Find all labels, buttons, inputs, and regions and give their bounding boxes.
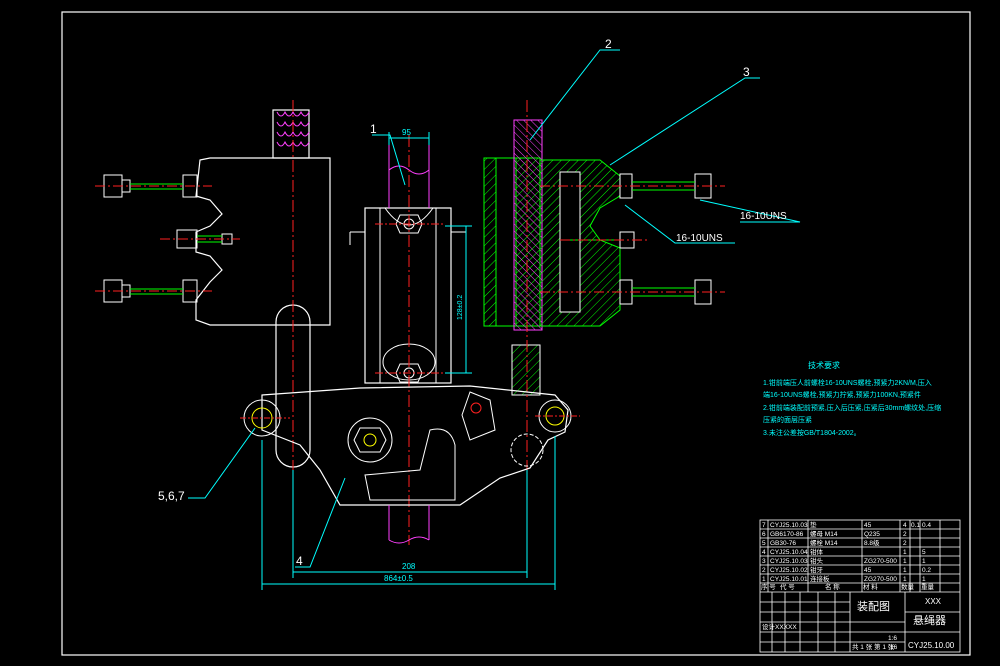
part-row-2-no: 2 xyxy=(762,567,766,574)
designer-name: XXXXX xyxy=(775,624,797,631)
part-row-5-qty: 2 xyxy=(903,540,907,547)
part-row-2-code: CYJ25.10.02 xyxy=(770,567,808,574)
right-clamp-section xyxy=(483,100,725,470)
title-block-text: 序 号 代 号 名 称 材 料 数量 重量 装配图 XXX 悬绳器 1:6 16… xyxy=(761,582,955,651)
part-row-4-no: 4 xyxy=(762,549,766,556)
part-row-1-mat: ZG270-500 xyxy=(864,576,897,583)
leader-lines xyxy=(188,49,801,568)
dim-864: 864±0.5 xyxy=(384,574,413,583)
drawing-border xyxy=(61,11,971,656)
head-qty: 数量 xyxy=(901,582,915,591)
designer-label: 设计 xyxy=(762,622,776,631)
callout-2: 2 xyxy=(605,37,612,51)
part-row-4-code: CYJ25.10.04 xyxy=(770,549,808,556)
part-row-5-name: 螺栓 M14 xyxy=(810,538,838,547)
part-row-6-name: 螺母 M14 xyxy=(810,529,838,538)
callout-1: 1 xyxy=(370,122,377,136)
part-row-1-code: CYJ25.10.01 xyxy=(770,576,808,583)
part-row-7-qty: 4 xyxy=(903,522,907,529)
title-block xyxy=(759,519,961,653)
part-row-3-code: CYJ25.10.03 xyxy=(770,558,808,565)
head-name: 名 称 xyxy=(825,582,840,591)
drawing-type: 装配图 xyxy=(857,600,890,613)
dimensions xyxy=(261,132,556,590)
drawing-number: CYJ25.10.00 xyxy=(908,641,955,650)
part-row-1-qty: 1 xyxy=(903,576,907,583)
part-row-7-tw: 0.4 xyxy=(922,522,931,529)
part-row-3-tw: 1 xyxy=(922,558,926,565)
head-code: 代 号 xyxy=(780,582,795,591)
part-row-2-name: 钳牙 xyxy=(810,565,824,574)
part-row-1-no: 1 xyxy=(762,576,766,583)
part-row-6-mat: Q235 xyxy=(864,531,880,538)
callout-4: 4 xyxy=(296,554,303,568)
school-name: XXX xyxy=(925,597,942,606)
tech-req-line1: 1.钳前端压人前螺栓16-10UNS螺栓,预紧力2KN/M,压入 xyxy=(763,378,932,387)
part-row-7-mat: 45 xyxy=(864,522,872,529)
center-slide xyxy=(349,135,467,545)
tech-req-line5: 3.未注公差按GB/T1804-2002。 xyxy=(763,428,861,437)
part-row-3-no: 3 xyxy=(762,558,766,565)
part-row-3-mat: ZG270-500 xyxy=(864,558,897,565)
sheet-info: 共 1 张 第 1 张 xyxy=(852,642,895,651)
head-weight: 重量 xyxy=(921,583,935,591)
technical-requirements: 技术要求 1.钳前端压人前螺栓16-10UNS螺栓,预紧力2KN/M,压入 端1… xyxy=(763,360,941,437)
tech-req-line3: 2.钳前端装配前预紧,压入后压紧,压紧后30mm螺纹处,压缩 xyxy=(763,403,941,412)
bottom-body xyxy=(240,385,580,544)
part-row-1-name: 连接板 xyxy=(810,574,830,583)
part-row-5-no: 5 xyxy=(762,540,766,547)
dim-208: 208 xyxy=(402,562,416,571)
part-row-1-tw: 1 xyxy=(922,576,926,583)
part-row-6-no: 6 xyxy=(762,531,766,538)
part-row-4-name: 钳体 xyxy=(810,547,824,556)
thread-label-1: 16-10UNS xyxy=(740,211,787,222)
weight-total: 16 xyxy=(890,644,898,651)
scale: 1:6 xyxy=(888,635,897,642)
part-row-5-mat: 8.8级 xyxy=(864,538,880,547)
callout-3: 3 xyxy=(743,65,750,79)
part-row-3-qty: 1 xyxy=(903,558,907,565)
dim-128: 128±0.2 xyxy=(457,295,464,320)
part-row-6-qty: 2 xyxy=(903,531,907,538)
part-row-2-tw: 0.2 xyxy=(922,567,931,574)
part-row-2-mat: 45 xyxy=(864,567,872,574)
part-row-7-code: CYJ25.10.03 xyxy=(770,522,808,529)
left-clamp xyxy=(95,100,331,470)
dim-95: 95 xyxy=(402,128,411,137)
tech-req-line4: 压紧的面层压紧 xyxy=(763,415,812,424)
part-row-3-name: 钳头 xyxy=(810,556,824,565)
part-row-4-tw: 5 xyxy=(922,549,926,556)
part-row-6-code: GB6170-86 xyxy=(770,531,804,538)
part-row-4-qty: 1 xyxy=(903,549,907,556)
tech-req-line2: 端16-10UNS螺栓,预紧力拧紧,预紧力100KN,预紧件 xyxy=(763,390,921,399)
part-row-5-code: GB30-76 xyxy=(770,540,796,547)
head-no: 序 号 xyxy=(761,582,776,591)
part-row-7-no: 7 xyxy=(762,522,766,529)
part-row-7-name: 垫 xyxy=(810,520,817,529)
part-row-2-qty: 1 xyxy=(903,567,907,574)
head-mat: 材 料 xyxy=(863,582,878,591)
tech-req-title: 技术要求 xyxy=(808,360,840,370)
part-row-7-w: 0.1 xyxy=(911,522,920,529)
callout-567: 5,6,7 xyxy=(158,489,185,503)
thread-label-2: 16-10UNS xyxy=(676,233,723,244)
drawing-name: 悬绳器 xyxy=(913,613,946,627)
